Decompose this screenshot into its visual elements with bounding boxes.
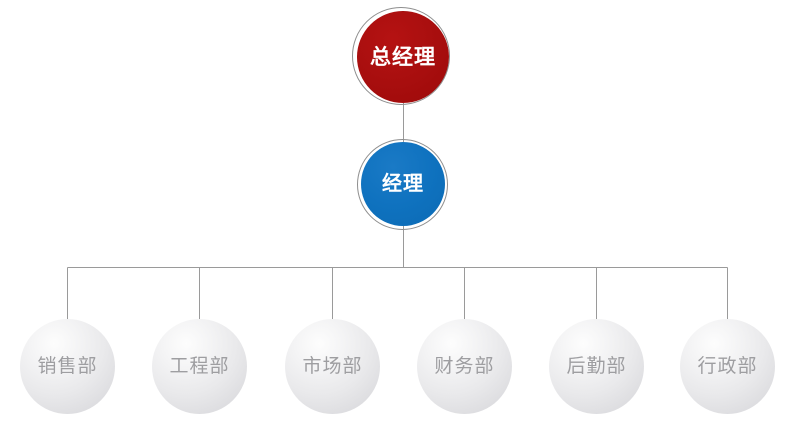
node-general-manager-label: 总经理 [370, 45, 436, 69]
node-finance-department[interactable]: 财务部 [417, 319, 512, 414]
node-engineering-department[interactable]: 工程部 [152, 319, 247, 414]
node-logistics-department-label: 后勤部 [566, 356, 627, 377]
node-manager[interactable]: 经理 [361, 142, 445, 226]
node-sales-department-label: 销售部 [37, 356, 98, 377]
node-administration-department[interactable]: 行政部 [680, 319, 775, 414]
node-finance-department-label: 财务部 [434, 356, 495, 377]
node-general-manager[interactable]: 总经理 [357, 11, 449, 103]
node-engineering-department-label: 工程部 [169, 356, 230, 377]
node-marketing-department-label: 市场部 [302, 356, 363, 377]
node-logistics-department[interactable]: 后勤部 [549, 319, 644, 414]
node-sales-department[interactable]: 销售部 [20, 319, 115, 414]
node-marketing-department[interactable]: 市场部 [285, 319, 380, 414]
node-administration-department-label: 行政部 [697, 356, 758, 377]
node-manager-label: 经理 [382, 173, 424, 195]
